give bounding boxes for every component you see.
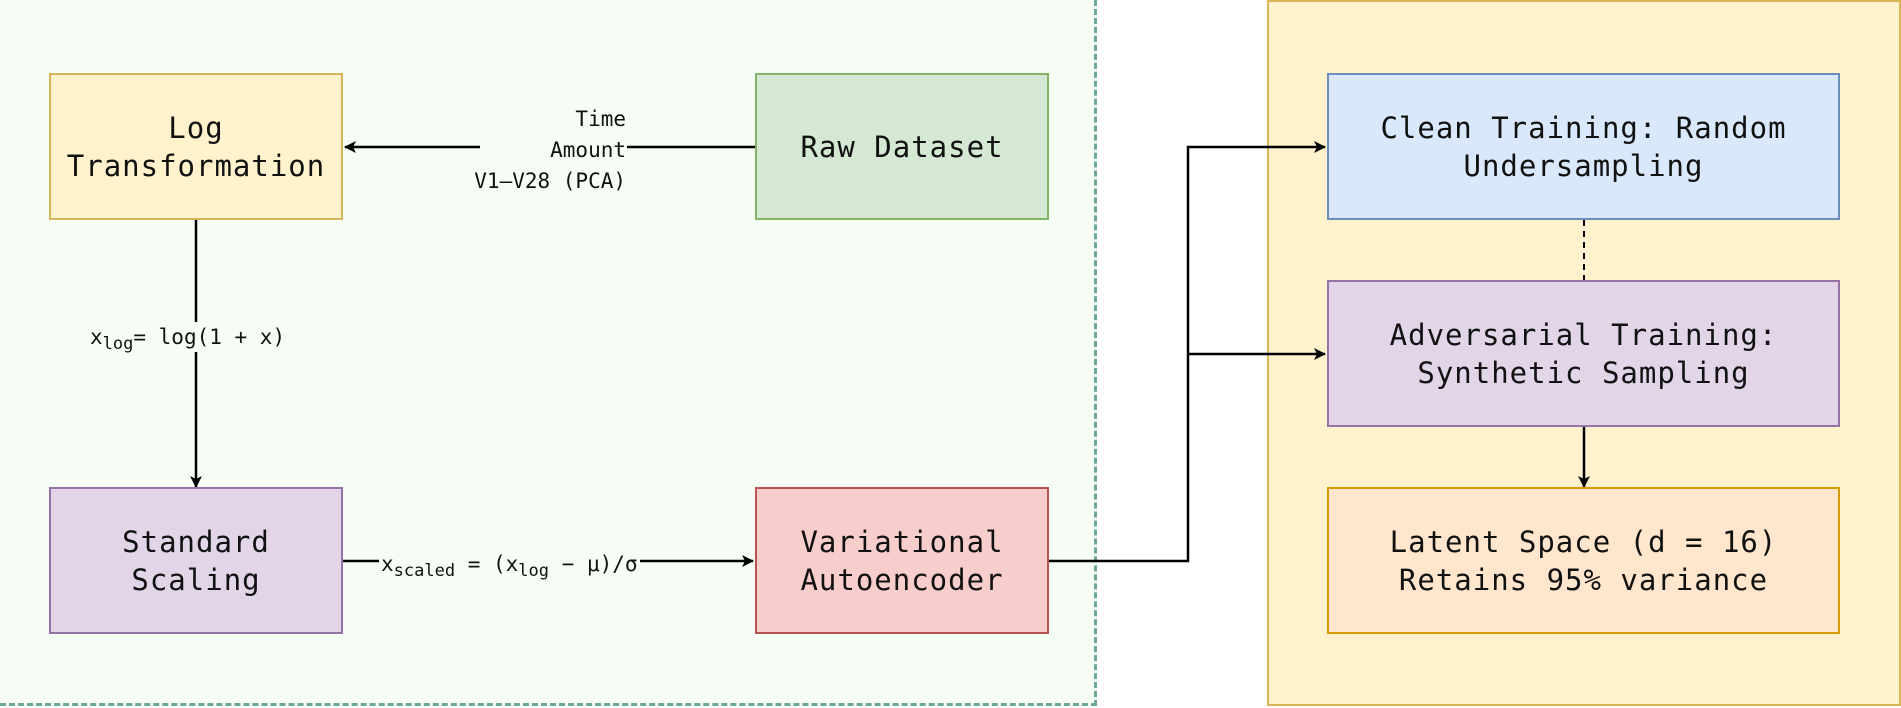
log-formula-label: xlog= log(1 + x) xyxy=(88,322,288,354)
scale-formula-label: xscaled = (xlog − μ)/σ xyxy=(379,549,640,581)
log-formula-sub: log xyxy=(102,334,134,354)
scale-formula-var: x xyxy=(381,552,394,576)
feature-time: Time xyxy=(575,107,626,131)
clean-training-box: Clean Training: Random Undersampling xyxy=(1327,73,1840,220)
adversarial-training-box: Adversarial Training: Synthetic Sampling xyxy=(1327,280,1840,427)
log-formula-rest: = log(1 + x) xyxy=(133,325,286,349)
raw-dataset-box: Raw Dataset xyxy=(755,73,1049,220)
feature-pca: V1–V28 (PCA) xyxy=(474,169,626,193)
log-transformation-box: Log Transformation xyxy=(49,73,343,220)
variational-autoencoder-box: Variational Autoencoder xyxy=(755,487,1049,634)
scale-formula-rest: − μ)/σ xyxy=(549,552,638,576)
feature-amount: Amount xyxy=(550,138,626,162)
features-edge-label: Time Amount V1–V28 (PCA) xyxy=(474,104,626,197)
scale-formula-sub2: log xyxy=(518,561,550,581)
latent-space-box: Latent Space (d = 16) Retains 95% varian… xyxy=(1327,487,1840,634)
standard-scaling-box: Standard Scaling xyxy=(49,487,343,634)
scale-formula-mid: = (x xyxy=(455,552,519,576)
scale-formula-sub: scaled xyxy=(393,561,456,581)
log-formula-var: x xyxy=(90,325,103,349)
